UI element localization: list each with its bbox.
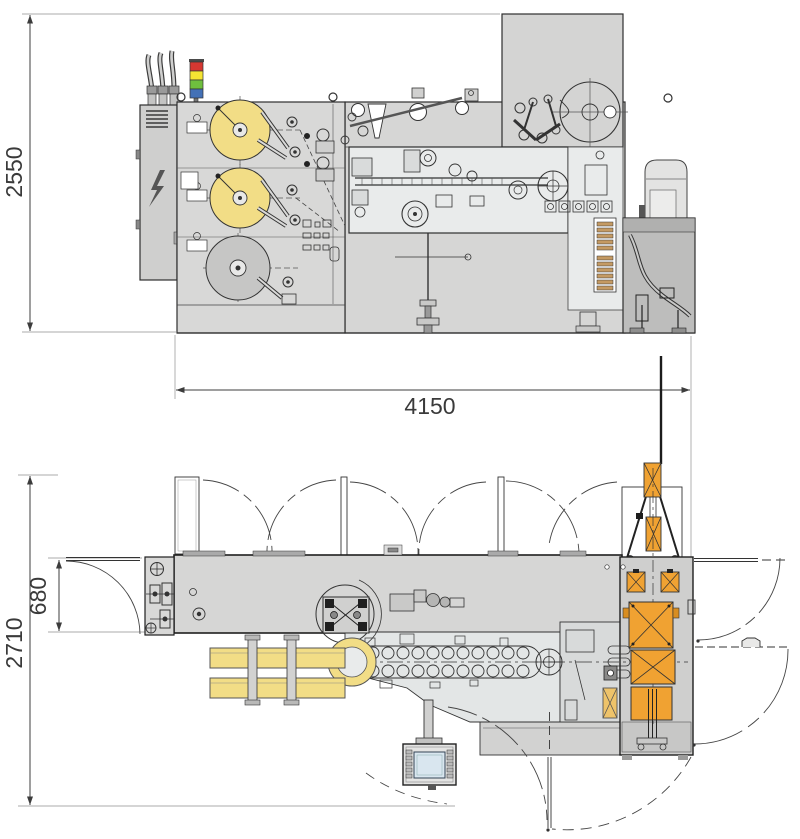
foil-guide-rollers xyxy=(512,94,561,144)
film-reel-upper xyxy=(205,96,300,166)
format-part-orange xyxy=(630,686,673,721)
process-panel xyxy=(348,146,569,234)
vacuum-pump-unit xyxy=(639,159,688,226)
transfer-pushers xyxy=(607,645,631,679)
stack-red-lamp xyxy=(189,61,204,72)
infeed-attachment xyxy=(144,556,175,636)
stack-light-icon xyxy=(189,59,204,110)
hmi-buttons xyxy=(405,749,454,779)
conveyor-bar xyxy=(209,677,346,699)
door-swing-arc xyxy=(551,756,692,831)
station-row xyxy=(544,200,613,213)
dancer-arms xyxy=(256,110,346,305)
base-step xyxy=(479,721,626,756)
door-handle-icon xyxy=(741,637,761,647)
warning-labels xyxy=(180,114,208,252)
door-swing-arc xyxy=(505,480,580,557)
stack-blue-lamp xyxy=(189,88,204,99)
process-machinery xyxy=(351,149,613,334)
lidding-foil-reel xyxy=(552,78,628,147)
electrical-hazard-icon xyxy=(149,170,165,207)
hmi-station xyxy=(402,699,457,790)
electrical-cabinet xyxy=(135,104,180,281)
product-stacks xyxy=(575,150,617,333)
conveyor-bar xyxy=(209,647,346,669)
dim-depth-label: 2710 xyxy=(1,617,27,668)
dim-infeed-label: 680 xyxy=(25,577,51,615)
stack-yellow-lamp xyxy=(189,70,204,81)
supply-cables xyxy=(145,50,180,107)
dimension-height: 2550 xyxy=(1,13,500,333)
door-swing-arc xyxy=(266,479,337,555)
stack-green-lamp xyxy=(189,79,204,90)
door-swing-arc xyxy=(693,648,789,745)
vent-grille-icon xyxy=(146,110,168,128)
plan-view: 4150 2710 680 xyxy=(1,335,789,832)
hmi-screen xyxy=(413,751,446,779)
dimension-depth: 2710 xyxy=(1,474,455,807)
guide-block-cluster xyxy=(302,219,340,262)
foil-reel-lower xyxy=(203,233,298,303)
dim-height-label: 2550 xyxy=(1,146,27,197)
infeed-conveyors xyxy=(209,634,377,706)
outfeed-unit xyxy=(622,217,696,334)
infeed-door xyxy=(65,557,141,635)
dimension-width: 4150 xyxy=(174,335,692,558)
plan-body-internals xyxy=(189,579,465,649)
film-reel-middle xyxy=(205,164,300,234)
leveling-foot xyxy=(416,299,440,334)
door-swing-arc xyxy=(202,479,273,555)
format-part-small-yellow xyxy=(602,687,618,719)
top-band-details xyxy=(340,87,469,145)
body-top-tabs xyxy=(182,544,587,557)
top-guard-doors xyxy=(174,476,618,558)
discharge-format-parts xyxy=(622,468,696,751)
door-swing-arc xyxy=(365,772,448,805)
door-swing-arc xyxy=(697,557,781,641)
dim-width-label: 4150 xyxy=(404,393,455,419)
right-doors xyxy=(692,557,789,747)
door-swing-arc xyxy=(349,481,419,556)
plan-process-panel xyxy=(344,631,561,723)
door-swing-arc xyxy=(65,560,141,635)
mid-panel-details xyxy=(564,629,618,721)
door-swing-arc xyxy=(548,481,618,546)
elevation-view: 2550 xyxy=(1,13,696,334)
format-tower xyxy=(621,462,683,565)
door-swing-arc xyxy=(447,706,548,821)
door-swing-arc xyxy=(418,481,487,557)
bottom-doors xyxy=(365,706,692,832)
